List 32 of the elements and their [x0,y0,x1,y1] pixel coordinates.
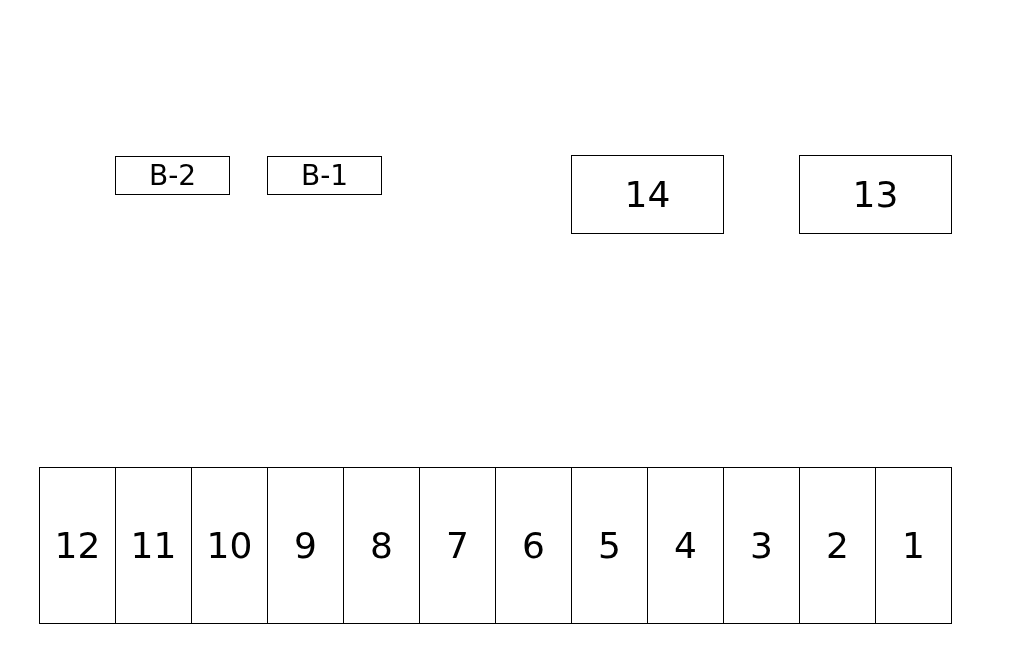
parking-space [875,467,952,624]
bike-parking-space [267,156,382,195]
space-number: 12 [54,527,101,564]
parking-space [647,467,724,624]
parking-space [495,467,572,624]
parking-space [343,467,420,624]
space-number: 9 [294,527,317,564]
space-number: 5 [598,527,621,564]
space-number: 10 [206,527,253,564]
parking-space [571,155,724,234]
space-number: B-1 [300,161,349,190]
parking-space [799,467,876,624]
space-number: 13 [852,176,899,213]
parking-space [571,467,648,624]
space-number: 7 [446,527,469,564]
parking-space [419,467,496,624]
parking-space [39,467,116,624]
space-number: 3 [750,527,773,564]
parking-space [267,467,344,624]
space-number: 2 [826,527,849,564]
space-number: 8 [370,527,393,564]
parking-space [191,467,268,624]
space-number: 4 [674,527,697,564]
space-number: B-2 [148,161,197,190]
parking-space [799,155,952,234]
space-number: 1 [902,527,925,564]
space-number: 6 [522,527,545,564]
parking-space [115,467,192,624]
space-number: 14 [624,176,671,213]
space-number: 11 [130,527,177,564]
bike-parking-space [115,156,230,195]
parking-space [723,467,800,624]
